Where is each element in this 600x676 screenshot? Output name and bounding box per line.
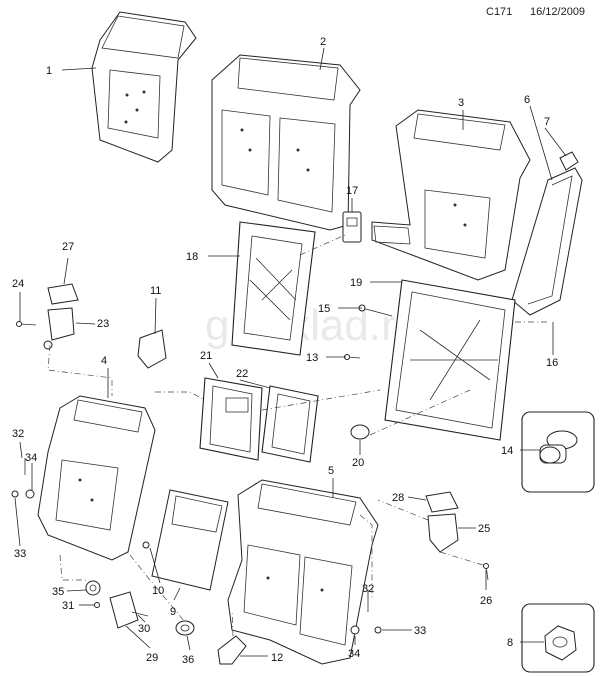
callout-7: 7: [544, 116, 550, 128]
callout-18: 18: [186, 251, 198, 263]
callout-32-right: 32: [362, 583, 374, 595]
part-30-pin[interactable]: [131, 611, 149, 617]
part-26-bolt[interactable]: [483, 563, 489, 581]
part-2-seatback-cover[interactable]: [211, 54, 361, 231]
callout-31: 31: [62, 600, 74, 612]
callout-12: 12: [271, 652, 283, 664]
callout-36: 36: [182, 654, 194, 666]
part-33-bolt-left[interactable]: [11, 490, 19, 498]
part-5-seatback-cover[interactable]: [227, 479, 379, 665]
inset-8-box: [521, 603, 595, 673]
callout-20: 20: [352, 457, 364, 469]
callout-5: 5: [328, 465, 334, 477]
part-12-release-lever[interactable]: [217, 635, 247, 665]
diagram-code: C171: [486, 6, 513, 18]
callout-35: 35: [52, 586, 64, 598]
part-28-hinge-cover[interactable]: [425, 491, 459, 513]
callout-24: 24: [12, 278, 24, 290]
callout-6: 6: [524, 94, 530, 106]
callout-3: 3: [458, 97, 464, 109]
part-3-seatback-cover[interactable]: [371, 109, 531, 281]
callout-22: 22: [236, 368, 248, 380]
part-31-screw[interactable]: [94, 602, 100, 608]
callout-33-right: 33: [414, 625, 426, 637]
part-27-hinge-cover[interactable]: [47, 283, 79, 305]
callout-10: 10: [152, 585, 164, 597]
part-17-latch[interactable]: [342, 211, 362, 243]
callout-29: 29: [146, 652, 158, 664]
part-13-screw[interactable]: [344, 354, 361, 360]
part-29-bracket[interactable]: [109, 591, 139, 629]
callout-8: 8: [507, 637, 513, 649]
callout-labels: 1 2 3 4 5 6 7 8 9 10 11 12 13 14 15 16 1…: [12, 36, 558, 666]
callout-9: 9: [170, 606, 176, 618]
part-22-armrest-cover[interactable]: [261, 385, 319, 463]
callout-27: 27: [62, 241, 74, 253]
part-9-cushion-panel[interactable]: [151, 489, 229, 591]
callout-32-left: 32: [12, 428, 24, 440]
part-10-clip[interactable]: [142, 541, 150, 549]
callout-30: 30: [138, 623, 150, 635]
callout-13: 13: [306, 352, 318, 364]
callout-28: 28: [392, 492, 404, 504]
diagram-date: 16/12/2009: [530, 6, 586, 18]
part-21-armrest-housing[interactable]: [199, 377, 263, 461]
part-34-washer-right[interactable]: [350, 625, 360, 635]
part-20-plug[interactable]: [350, 424, 370, 440]
callout-1: 1: [46, 65, 52, 77]
callout-34-right: 34: [348, 648, 360, 660]
callout-23: 23: [97, 318, 109, 330]
part-18-backrest-frame[interactable]: [231, 221, 316, 356]
callout-11: 11: [150, 285, 161, 297]
callout-26: 26: [480, 595, 492, 607]
part-8-nut[interactable]: [544, 625, 577, 661]
leader-lines: [14, 47, 567, 657]
callout-33-left: 33: [14, 548, 26, 560]
part-1-seatback-cover[interactable]: [91, 11, 197, 163]
part-34-washer-left[interactable]: [25, 489, 35, 499]
callout-25: 25: [478, 523, 490, 535]
assembly-lines: [47, 234, 550, 637]
callout-17: 17: [346, 185, 358, 197]
callout-19: 19: [350, 277, 362, 289]
part-33-bolt-right[interactable]: [374, 626, 382, 634]
callout-14: 14: [501, 445, 513, 457]
part-25-hinge[interactable]: [427, 513, 459, 553]
part-7-clip[interactable]: [559, 151, 579, 171]
inset-14-box: [521, 411, 595, 493]
part-24-bolt[interactable]: [16, 321, 37, 327]
callout-16: 16: [546, 357, 558, 369]
part-14-bushing[interactable]: [539, 430, 578, 464]
part-23-hinge[interactable]: [43, 307, 75, 350]
part-6-side-bolster[interactable]: [511, 167, 583, 316]
callout-2: 2: [320, 36, 326, 48]
part-11-bracket[interactable]: [137, 329, 167, 369]
callout-21: 21: [200, 350, 212, 362]
callout-4: 4: [101, 355, 107, 367]
callout-15: 15: [318, 303, 330, 315]
part-36-bushing[interactable]: [175, 620, 195, 636]
callout-34-left: 34: [25, 452, 37, 464]
part-19-backrest-frame[interactable]: [384, 279, 516, 441]
part-35-bushing[interactable]: [85, 580, 101, 596]
part-4-seatback-cover[interactable]: [37, 395, 156, 561]
